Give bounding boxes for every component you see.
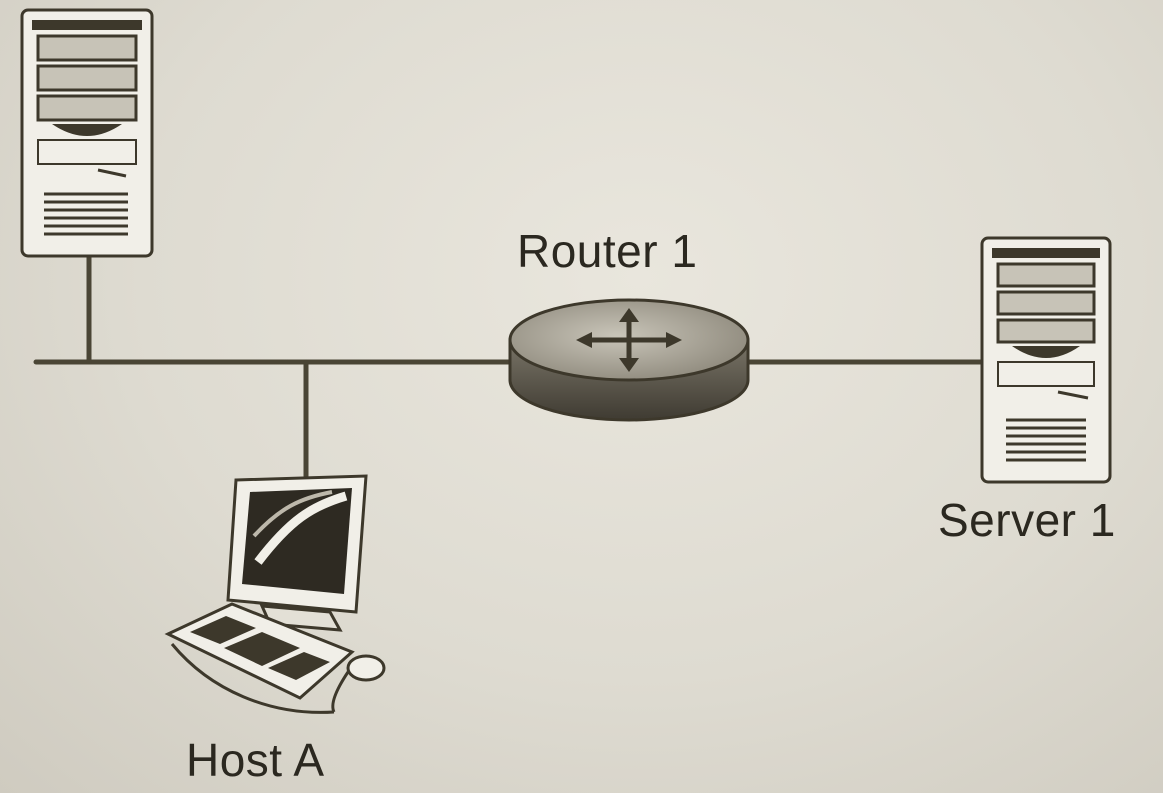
router-label: Router 1 xyxy=(517,225,698,277)
connection-lines xyxy=(33,253,985,479)
host-a-icon xyxy=(164,474,386,714)
host-label: Host A xyxy=(186,734,325,786)
server-label: Server 1 xyxy=(938,494,1116,546)
router-icon xyxy=(508,298,750,422)
server-1-icon xyxy=(980,236,1112,484)
top-left-server-icon xyxy=(20,8,154,258)
